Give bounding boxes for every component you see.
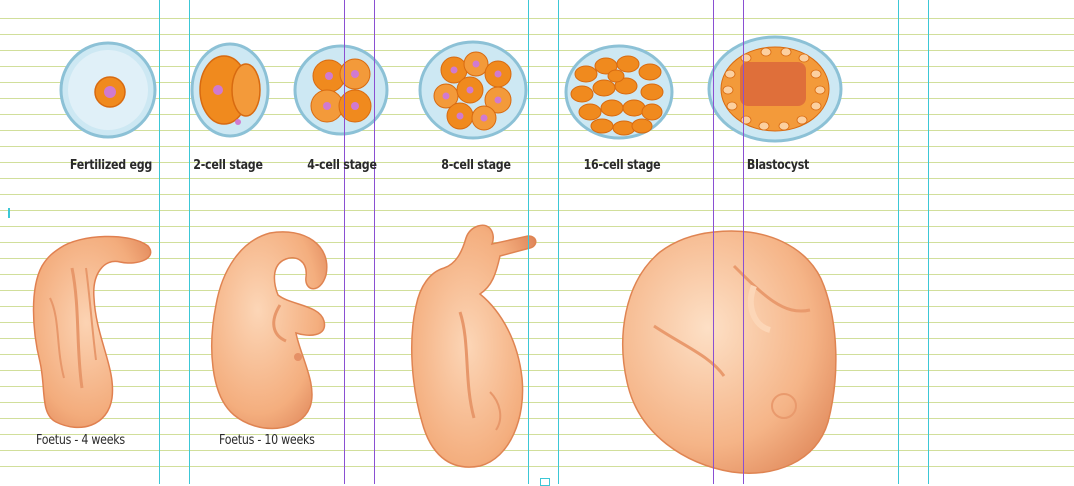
label-16-cell: 16-cell stage (569, 158, 674, 173)
cell-2-cell (190, 42, 270, 138)
frame-handle[interactable] (540, 478, 550, 486)
foetus-stage-4-figure (614, 226, 854, 478)
foetus-4-weeks-figure (20, 228, 160, 448)
label-foetus-4-weeks: Foetus - 4 weeks (36, 433, 125, 448)
label-2-cell: 2-cell stage (175, 158, 280, 173)
label-blastocyst: Blastocyst (725, 158, 830, 173)
cell-8-cell (418, 40, 528, 140)
label-8-cell: 8-cell stage (423, 158, 528, 173)
label-fertilized-egg: Fertilized egg (56, 158, 167, 173)
cell-blastocyst (706, 34, 844, 144)
label-foetus-10-weeks: Foetus - 10 weeks (219, 433, 315, 448)
label-4-cell: 4-cell stage (289, 158, 394, 173)
cell-fertilized-egg (58, 40, 158, 140)
foetus-10-weeks-figure (200, 225, 350, 445)
cell-16-cell (564, 44, 674, 140)
anchor-marker (8, 208, 10, 218)
